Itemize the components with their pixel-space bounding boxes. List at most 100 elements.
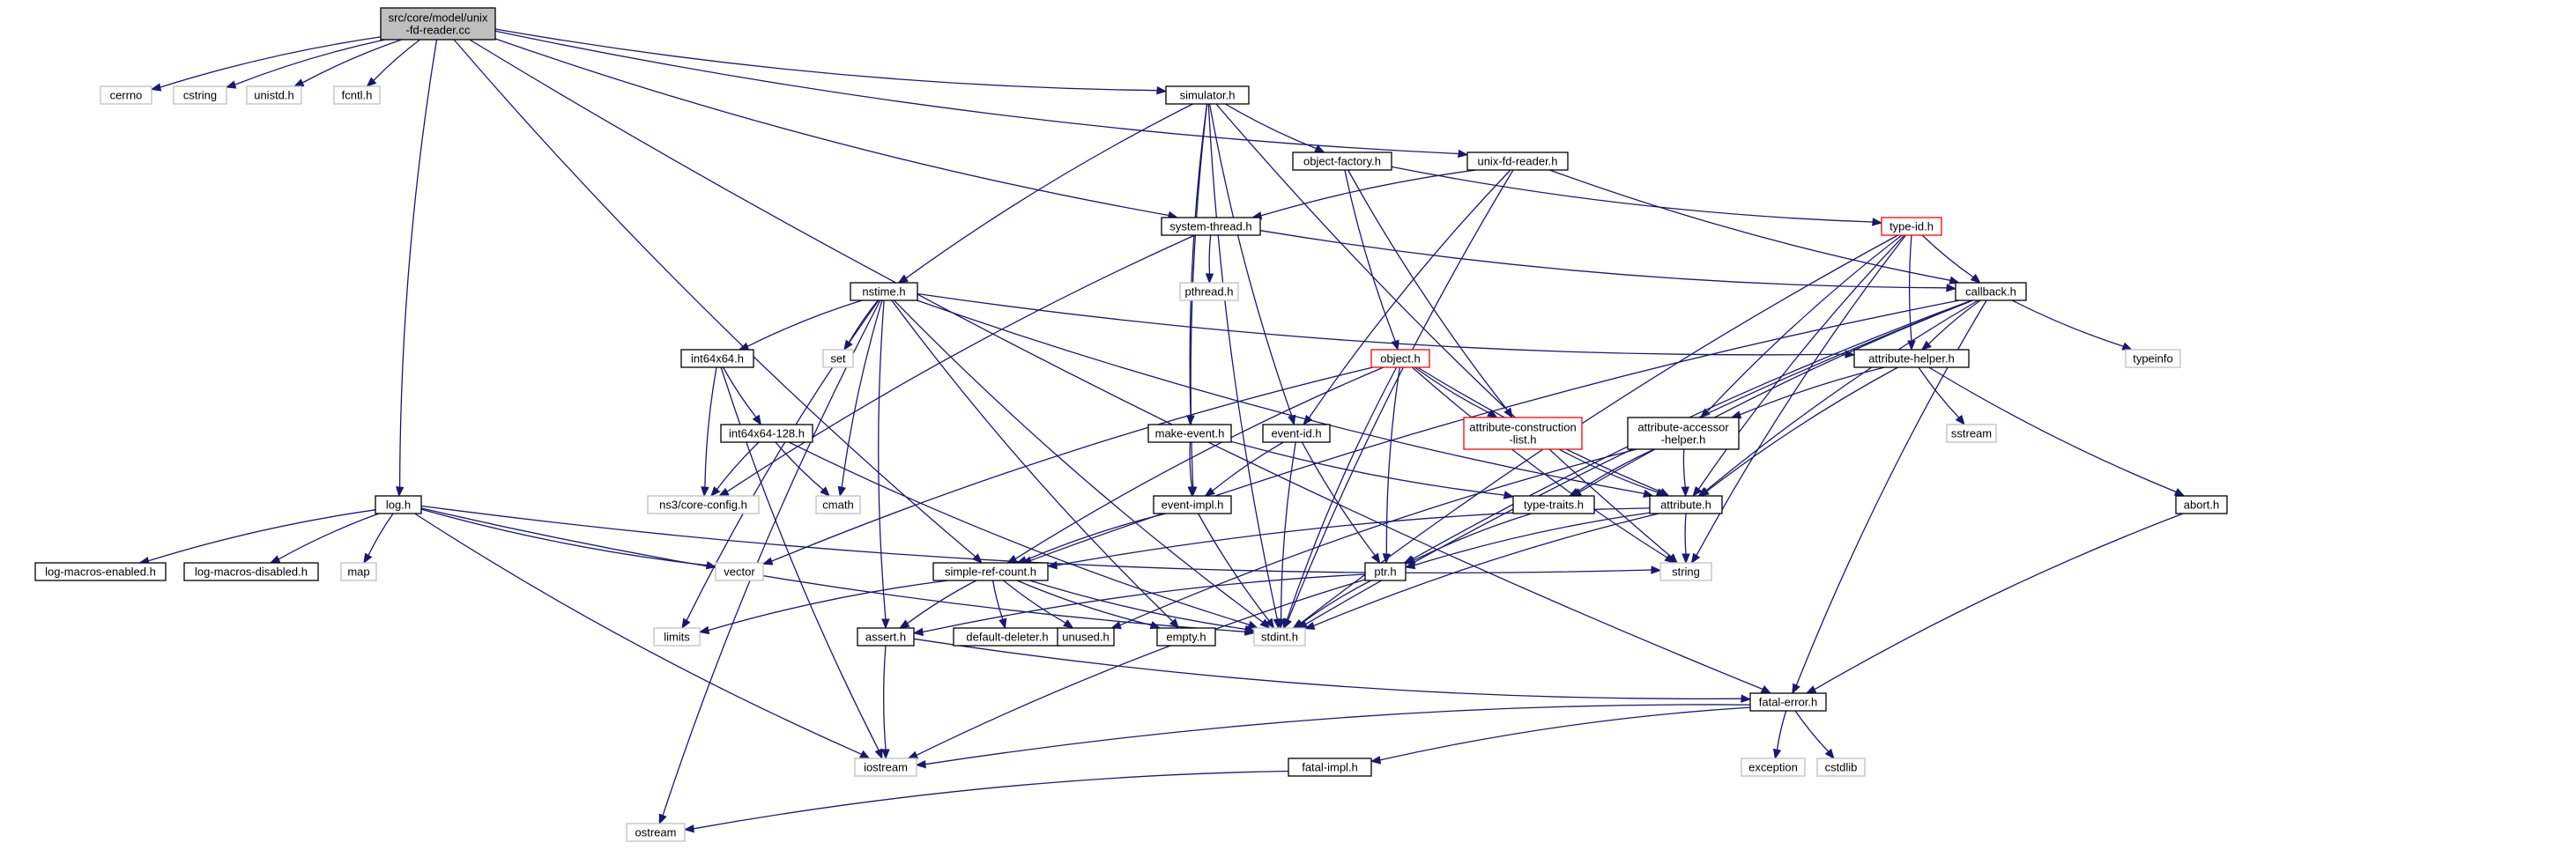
arrowhead-icon [1391,339,1399,351]
node-ptr[interactable]: ptr.h [1364,562,1407,581]
node-cmath: cmath [815,495,861,514]
node-object[interactable]: object.h [1370,349,1430,368]
node-typeid[interactable]: type-id.h [1881,217,1942,236]
edge-line [453,39,976,558]
node-label: fatal-error.h [1759,696,1817,709]
node-label: make-event.h [1155,427,1225,440]
node-attraccessor[interactable]: attribute-accessor-helper.h [1627,417,1740,450]
edge-objfactory-to-typeid [1391,166,1883,226]
edge-fatalerror-to-fatalimpl [1370,706,1751,765]
edge-simplerefcount-to-assert [898,580,977,629]
node-objfactory[interactable]: object-factory.h [1292,152,1392,171]
edge-eventid-to-eventimpl [1204,441,1284,497]
edge-line [1225,103,1317,150]
node-logdis[interactable]: log-macros-disabled.h [183,562,319,581]
node-attrconstr[interactable]: attribute-construction-list.h [1463,417,1583,450]
node-int64x64128[interactable]: int64x64-128.h [720,424,813,443]
arrowhead-icon [366,77,377,87]
node-label: map [347,565,369,579]
edge-line [917,299,1644,495]
node-nstime[interactable]: nstime.h [850,282,918,301]
arrowhead-icon [915,760,926,769]
edge-simplerefcount-to-empty [1016,580,1162,630]
edge-typeid-to-callback [1921,234,1981,284]
edge-line [917,292,1846,356]
edge-eventimpl-to-stdint [1198,513,1275,630]
edge-line [883,645,887,750]
edge-line [1308,169,1511,418]
node-box [1253,627,1306,647]
arrowhead-icon [1382,553,1392,565]
node-attribute[interactable]: attribute.h [1649,495,1723,514]
edge-line [1706,366,1898,492]
node-label: simulator.h [1180,89,1236,102]
node-label: assert.h [865,631,906,644]
edge-log-to-stdint [420,507,1256,636]
edge-line [1300,234,1898,625]
node-string: string [1659,562,1712,581]
edge-line [1301,580,1372,625]
arrowhead-icon [1458,149,1469,159]
node-label: type-traits.h [1524,499,1584,512]
node-int64x64[interactable]: int64x64.h [680,349,754,368]
node-label: log-macros-enabled.h [45,565,156,579]
node-typeinfo: typeinfo [2125,349,2181,368]
node-log[interactable]: log.h [375,495,422,514]
node-simplerefcount[interactable]: simple-ref-count.h [932,562,1049,581]
edge-line [1705,299,1979,492]
node-eventid[interactable]: event-id.h [1262,424,1331,443]
edge-fatalerror-to-exception [1772,710,1787,760]
node-logen[interactable]: log-macros-enabled.h [34,562,167,581]
arrowhead-icon [1370,756,1382,765]
arrowhead-icon [2121,342,2134,351]
node-box [2125,349,2181,368]
edge-abort-to-fatalerror [1805,513,2184,694]
node-box [720,424,813,443]
node-callback[interactable]: callback.h [1955,282,2027,301]
arrowhead-icon [683,824,694,833]
node-assert[interactable]: assert.h [857,627,915,647]
node-box [1627,417,1740,450]
node-eventimpl[interactable]: event-impl.h [1153,495,1232,514]
node-box [1881,217,1942,236]
node-attrhelper[interactable]: attribute-helper.h [1853,349,1970,368]
node-fatalimpl[interactable]: fatal-impl.h [1288,758,1372,777]
node-simulator[interactable]: simulator.h [1165,85,1250,105]
arrowhead-icon [874,748,883,760]
node-systhread[interactable]: system-thread.h [1161,217,1261,236]
node-root[interactable]: src/core/model/unix-fd-reader.cc [380,7,496,41]
node-empty[interactable]: empty.h [1156,627,1216,647]
node-abort[interactable]: abort.h [2175,495,2228,514]
node-typetraits[interactable]: type-traits.h [1512,495,1595,514]
node-makeevent[interactable]: make-event.h [1147,424,1232,443]
arrowhead-icon [225,80,237,89]
arrowhead-icon [1063,619,1074,629]
edge-typeid-to-attribute [1692,234,1905,498]
node-fatalerror[interactable]: fatal-error.h [1749,692,1827,712]
arrowhead-icon [820,486,830,497]
node-unused[interactable]: unused.h [1057,627,1115,647]
edge-line [1411,366,1667,558]
node-label: int64x64.h [691,352,744,366]
edge-line [1215,103,1672,558]
edge-attribute-to-string [1681,513,1690,565]
arrowhead-icon [1487,409,1498,418]
arrowhead-icon [752,414,762,426]
node-defdeleter[interactable]: default-deleter.h [953,627,1062,647]
edge-line [1208,234,1212,275]
edge-line [1016,580,1152,626]
arrowhead-icon [1156,85,1168,95]
node-box [2175,495,2228,514]
node-box [854,758,917,777]
edge-nstime-to-attrhelper [917,292,1856,358]
node-box [34,562,167,581]
node-unixfd[interactable]: unix-fd-reader.h [1466,152,1569,171]
node-label: fatal-impl.h [1302,761,1358,774]
edge-line [693,770,1289,830]
edge-simulator-to-string [1215,103,1678,564]
edge-simplerefcount-to-unused [1003,580,1074,629]
arrowhead-icon [150,83,162,92]
node-box [1649,495,1723,514]
edge-root-to-cstring [225,39,386,89]
